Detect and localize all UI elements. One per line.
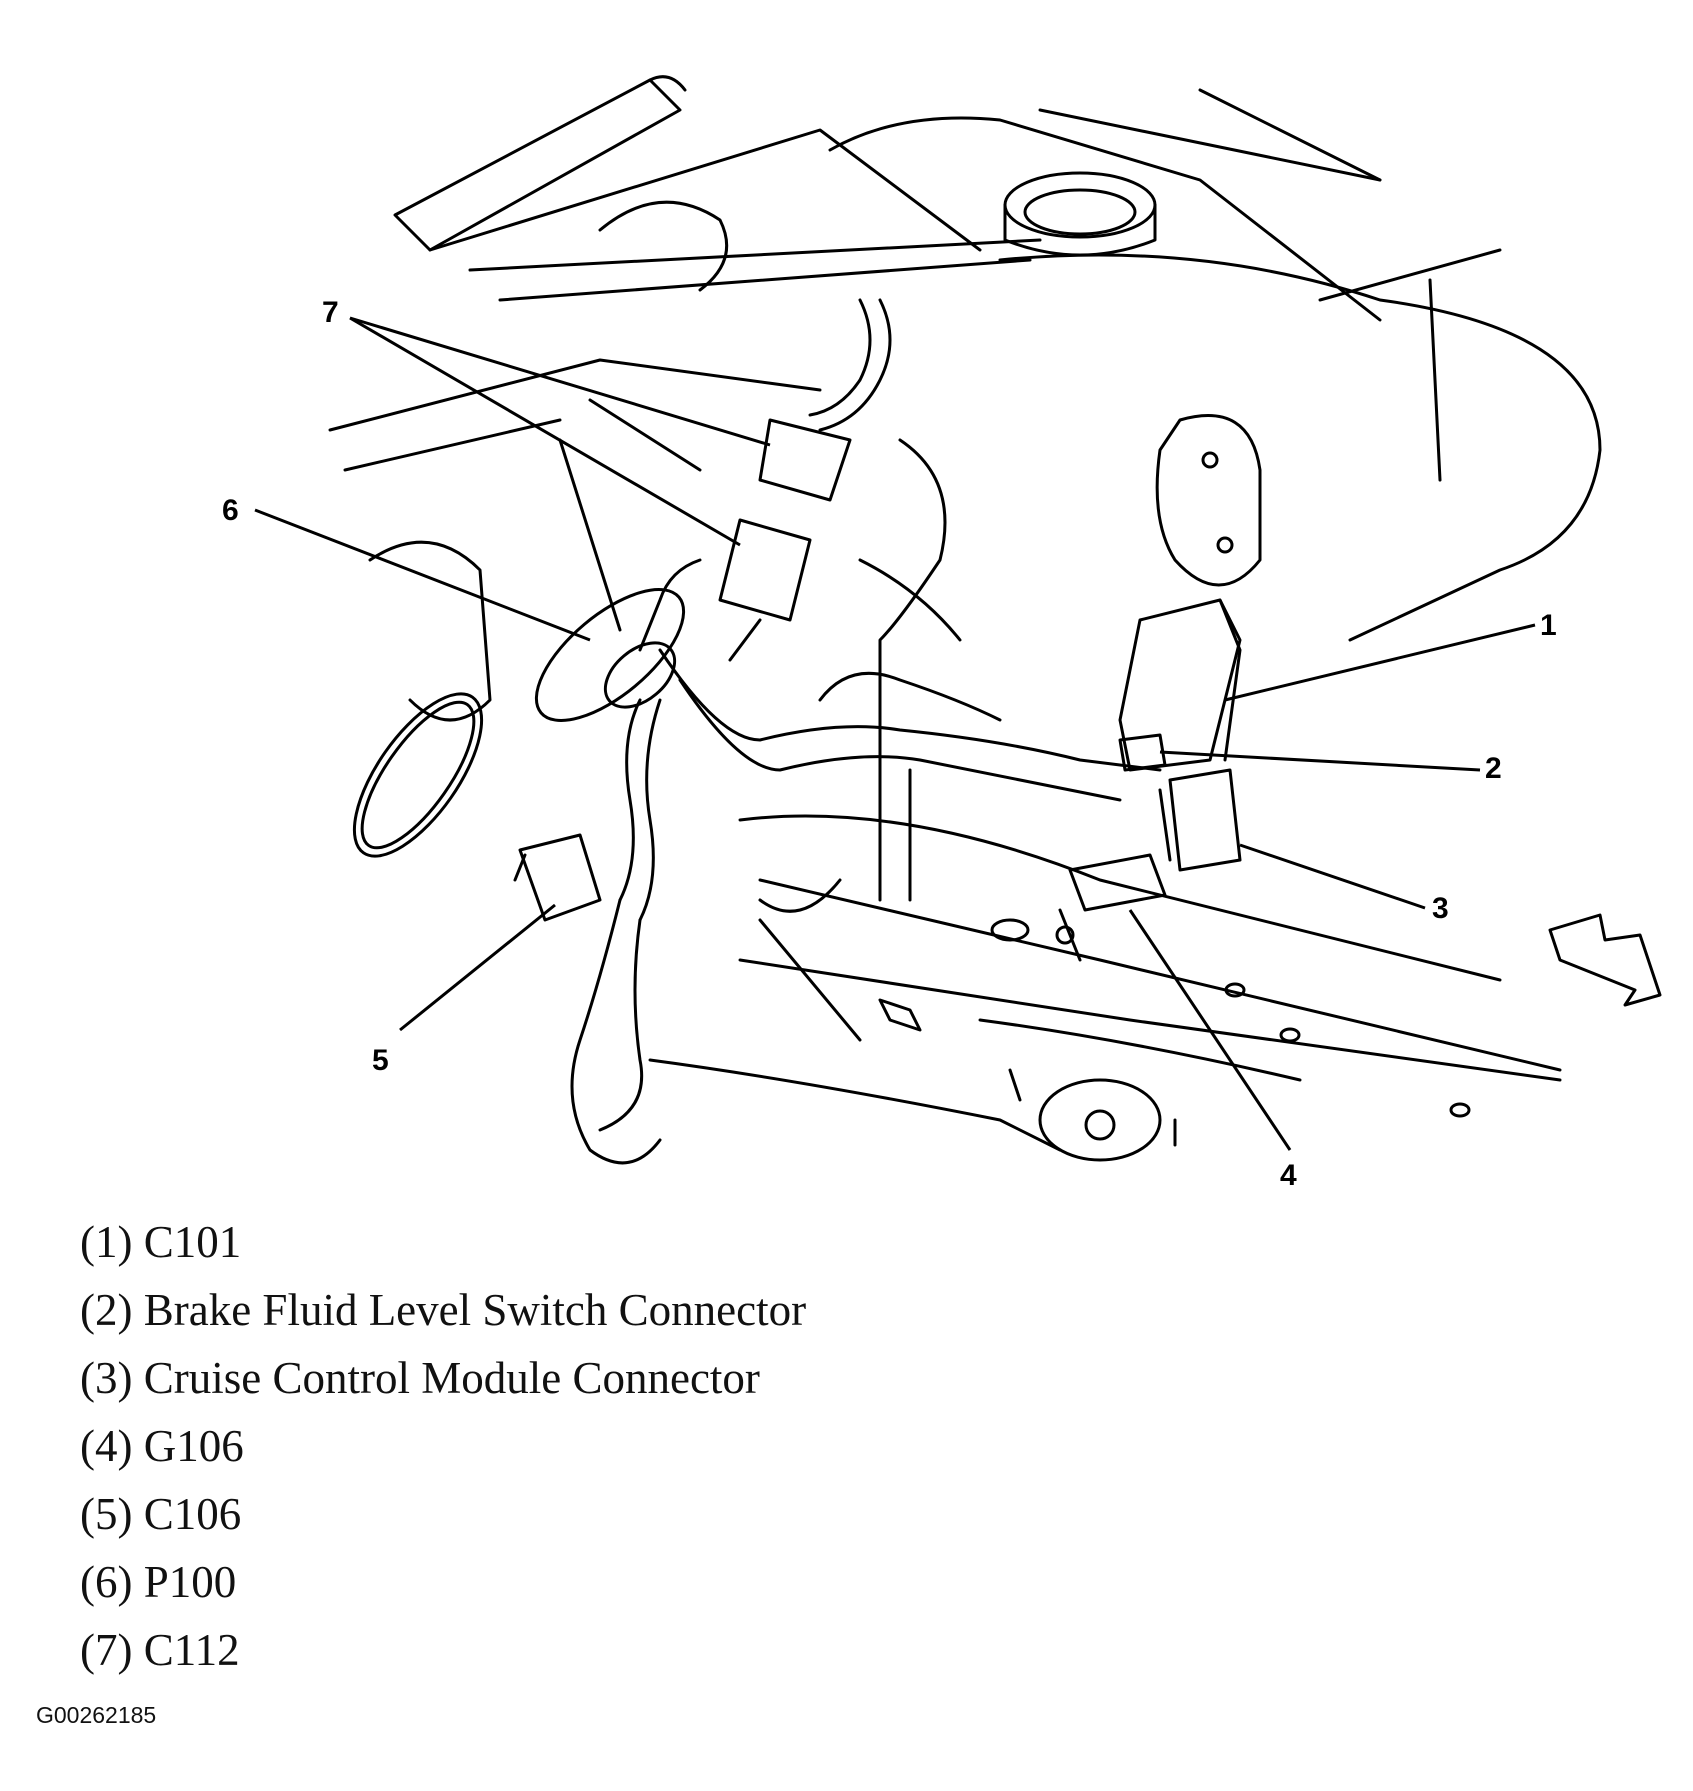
- legend-item-6: (6) P100: [80, 1557, 237, 1607]
- callout-6: 6: [222, 494, 239, 527]
- leader-5: [399, 903, 556, 1032]
- wiring-harness-diagram: 7 6 1 2 3 4 5: [222, 75, 1662, 1192]
- callout-1: 1: [1540, 609, 1557, 642]
- legend-item-7: (7) C112: [80, 1625, 240, 1675]
- leader-2: [1159, 750, 1481, 772]
- callout-2: 2: [1485, 752, 1502, 785]
- callout-5: 5: [372, 1044, 389, 1077]
- leader-3: [1239, 843, 1426, 910]
- legend-item-2: (2) Brake Fluid Level Switch Connector: [80, 1285, 807, 1335]
- leader-4: [1128, 909, 1292, 1151]
- callout-4: 4: [1280, 1159, 1297, 1192]
- legend-item-3: (3) Cruise Control Module Connector: [80, 1353, 760, 1403]
- legend-item-1: (1) C101: [80, 1217, 242, 1267]
- leader-7b: [349, 316, 741, 547]
- legend-item-4: (4) G106: [80, 1421, 244, 1471]
- leader-6: [254, 508, 591, 642]
- callout-3: 3: [1432, 892, 1449, 925]
- callout-7: 7: [322, 296, 339, 329]
- leader-1: [1224, 623, 1536, 702]
- legend-item-5: (5) C106: [80, 1489, 242, 1539]
- figure-id: G00262185: [36, 1702, 157, 1728]
- leader-7a: [349, 316, 771, 447]
- component-legend: (1) C101 (2) Brake Fluid Level Switch Co…: [80, 1208, 806, 1684]
